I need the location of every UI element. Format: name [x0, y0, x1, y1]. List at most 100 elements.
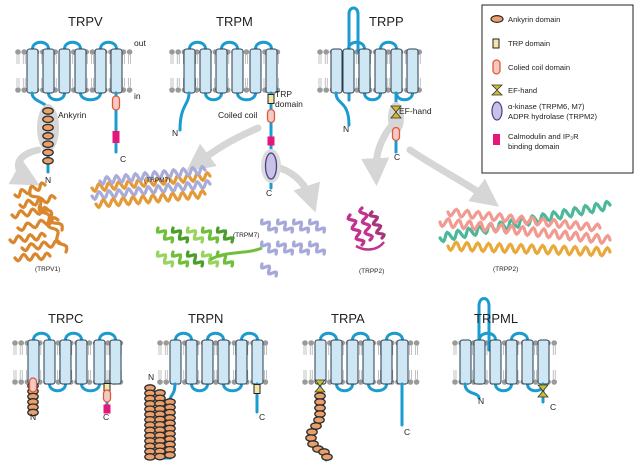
ankyrin-repeat: [42, 123, 54, 132]
calmodulin-binding-domain: [103, 404, 111, 414]
ankyrin-repeat: [321, 453, 333, 461]
n-terminus-trpc: N: [30, 412, 36, 422]
kinase-purple-ribbon: [259, 218, 279, 234]
label-out: out: [134, 38, 146, 48]
lipid-head: [157, 379, 163, 385]
loop-chain: [174, 331, 259, 393]
kinase-green-ribbon: [155, 250, 175, 268]
loop-chain: [319, 331, 404, 393]
ankyrin-swatch-icon: [490, 15, 504, 24]
transmembrane-helix: [169, 339, 182, 385]
coil-helix-ribbon: [98, 164, 207, 187]
trpv-topology: [15, 40, 133, 174]
transmembrane-helix: [74, 48, 87, 94]
lipid-head: [175, 87, 181, 93]
coiled-coil-domain: [28, 377, 38, 393]
coiled-coil-swatch-icon: [492, 59, 501, 75]
legend-label-kinase-line2: ADPR hydrolase (TRPM2): [508, 112, 598, 121]
trpp2-coil-ribbon: [438, 216, 612, 246]
topology-schematics: [12, 6, 557, 462]
transmembrane-helix: [185, 339, 198, 385]
lipid-head: [21, 49, 28, 55]
lipid-head: [317, 49, 323, 55]
lipid-head: [385, 49, 392, 55]
ankyrin-repeat: [27, 408, 39, 417]
trp-domain-box: [267, 94, 275, 104]
ankyrin-repeat: [42, 115, 54, 124]
ankyrin-repeat: [144, 453, 156, 461]
trpp-topology: [317, 6, 423, 154]
ankyrin-repeat: [42, 107, 54, 115]
kinase-linker: [209, 246, 263, 262]
lipid-head: [89, 87, 96, 93]
termini-labels: N C N C N C N C N C C N C: [30, 124, 556, 437]
c-terminus-trpp: C: [394, 152, 400, 162]
trpc-topology: [12, 331, 124, 417]
lipid-head: [262, 379, 269, 385]
transmembrane-helix: [505, 339, 518, 385]
trpm7-kinase-structure: [155, 218, 327, 278]
legend-label-calmodulin-line1: Calmodulin and IP₃R: [508, 132, 579, 141]
lipid-head: [407, 379, 414, 385]
legend-item-ef-hand: EF-hand: [491, 84, 537, 96]
transmembrane-helix: [201, 339, 214, 385]
trp-domain-box: [253, 384, 261, 394]
coil-helix-ribbon: [90, 178, 212, 202]
transmembrane-helix: [110, 48, 123, 94]
coiled-coil-domain: [266, 108, 276, 124]
kinase-green-ribbon: [170, 226, 190, 244]
trp-domain-swatch-icon: [492, 38, 500, 49]
lipid-head: [407, 340, 414, 346]
lipid-head: [12, 340, 18, 346]
trpp2-coil-ribbon: [446, 240, 612, 258]
ankyrin-helix-ribbon: [13, 251, 52, 263]
label-ankyrin: Ankyrin: [58, 110, 87, 120]
kinase-green-ribbon: [215, 226, 235, 244]
transmembrane-helix: [396, 339, 409, 385]
legend-label-ef-hand: EF-hand: [508, 86, 537, 95]
transmembrane-helix: [346, 339, 359, 385]
ankyrin-repeat: [164, 451, 176, 459]
calmodulin-binding-domain: [267, 136, 275, 146]
trpm-topology: [169, 40, 281, 190]
lipid-head: [302, 379, 308, 385]
kinase-purple-ribbon: [259, 240, 279, 256]
transmembrane-helix: [109, 339, 122, 385]
title-trpa: TRPA: [331, 311, 365, 326]
kinase-swatch-icon: [491, 101, 503, 121]
c-terminus-trpc: C: [103, 412, 109, 422]
legend-item-ankyrin: Ankyrin domain: [490, 15, 560, 24]
lipid-head: [551, 340, 557, 346]
lipid-head: [532, 340, 539, 346]
ef-hand-loop: [355, 241, 385, 251]
transmembrane-helix: [358, 48, 371, 94]
trpp-n-tail: [334, 91, 351, 127]
ankyrin-helix-ribbon: [18, 193, 57, 210]
loop-chain: [347, 40, 414, 102]
lipid-head: [175, 49, 181, 55]
coiled-coil-domain: [111, 95, 121, 111]
kinase-purple-ribbon: [259, 262, 279, 278]
transmembrane-helix: [93, 339, 106, 385]
legend-frame: [481, 4, 634, 174]
transmembrane-helix: [75, 339, 88, 385]
transmembrane-helix: [330, 339, 343, 385]
arrow-kinase-to-trpm7: [276, 164, 320, 213]
label-trpm7-coil-structure: (TRPM7): [144, 177, 170, 184]
alpha-kinase-domain: [264, 152, 278, 180]
arrow-efhand-to-trpp2: [361, 121, 396, 187]
ankyrin-helix-ribbon: [20, 238, 62, 253]
label-trpp2-coil-structure: (TRPP2): [493, 266, 518, 273]
trpm7-coiled-coil-structure: [90, 164, 212, 210]
arrow-coil-to-trpp2: [406, 146, 499, 207]
arrow-ankyrin-to-trpv1: [8, 146, 42, 186]
lipid-head: [163, 340, 169, 346]
ankyrin-helix-ribbon: [37, 203, 69, 254]
lipid-head: [86, 379, 93, 385]
kinase-purple-ribbon: [275, 218, 295, 234]
lipid-head: [169, 87, 175, 93]
coil-helix-ribbon: [90, 170, 212, 194]
ef-hand-helix-ribbon: [346, 213, 366, 247]
n-terminus-trpp: N: [343, 124, 349, 134]
